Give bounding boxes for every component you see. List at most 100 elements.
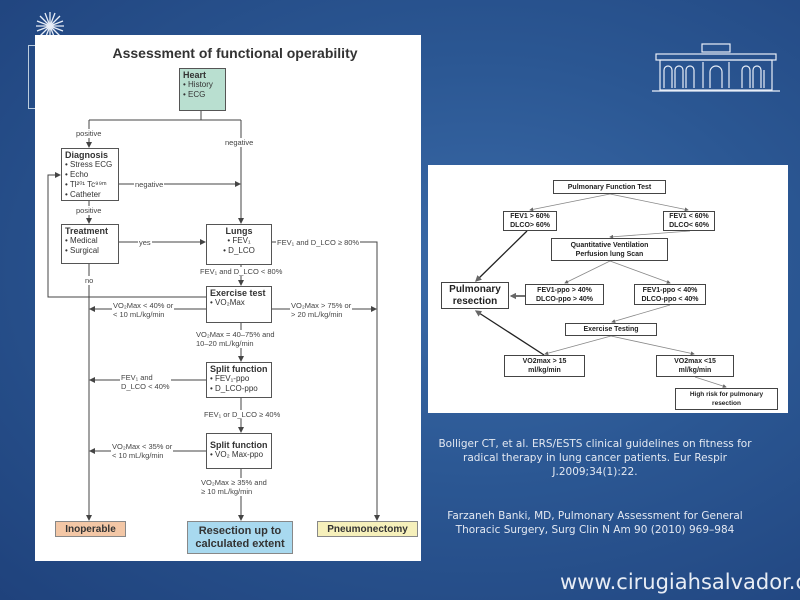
diagnosis-title: Diagnosis — [65, 150, 109, 160]
label-line: > 20 mL/kg/min — [291, 310, 343, 319]
connector-low-scan — [609, 230, 691, 239]
connector-feedback-loop — [47, 172, 206, 298]
connector-scan-ppo-low — [609, 260, 671, 284]
diagnosis-box: Diagnosis • Stress ECG • Echo • Tl²⁰¹ Tc… — [61, 148, 119, 201]
box-line: resection — [452, 295, 498, 307]
box-line: DLCO-ppo > 40% — [536, 295, 593, 303]
box-line: ml/kg/min — [528, 367, 561, 374]
website-url[interactable]: www.cirugiahsalvador.cl — [560, 570, 800, 594]
exercise-test-box: Exercise test • VO₂Max — [206, 286, 272, 323]
box-line: DLCO-ppo < 40% — [641, 295, 699, 303]
lungs-title: Lungs — [225, 226, 253, 236]
label-s2-low: VO₂Max < 35% or< 10 mL/kg/min — [111, 442, 174, 460]
label-no: no — [84, 276, 95, 285]
lungs-item: • FEV₁ — [227, 236, 251, 245]
vo2-high-box: VO2max > 15 ml/kg/min — [504, 355, 585, 377]
box-line: FEV1-ppo > 40% — [537, 286, 592, 294]
box-line: VO2max <15 — [674, 358, 716, 365]
label-line: 10–20 mL/kg/min — [196, 339, 254, 348]
logo-frame — [28, 45, 41, 109]
diagnosis-item: • Catheter — [65, 190, 101, 199]
split1-item: • D_LCO-ppo — [210, 384, 258, 393]
diagnosis-item: • Echo — [65, 170, 89, 179]
heart-title: Heart — [183, 70, 207, 80]
label-positive: positive — [75, 129, 103, 138]
resection-line: calculated extent — [195, 537, 285, 550]
split-function-box-2: Split function • VO₂ Max-ppo — [206, 433, 272, 469]
connector-exercise-vo2-high — [544, 335, 612, 356]
connector-scan-ppo-high — [564, 260, 611, 284]
exercise-testing-box: Exercise Testing — [565, 323, 657, 336]
split-function-box-1: Split function • FEV₁-ppo • D_LCO-ppo — [206, 362, 272, 398]
box-line: Perfusion lung Scan — [575, 250, 644, 258]
label-line: < 10 mL/kg/min — [113, 310, 165, 319]
box-line: Pulmonary — [449, 283, 501, 295]
connector-vo2-low-risk — [694, 376, 727, 388]
reference-banki: Farzaneh Banki, MD, Pulmonary Assessment… — [447, 510, 743, 536]
box-line: resection — [712, 400, 741, 407]
outcome-pneumonectomy: Pneumonectomy — [317, 521, 418, 537]
treatment-item: • Medical — [65, 236, 98, 245]
connector-pft-high — [529, 193, 611, 212]
box-line: FEV1-ppo < 40% — [642, 286, 698, 294]
box-line: FEV1 < 60% — [669, 213, 709, 220]
lungs-item: • D_LCO — [223, 246, 255, 255]
label-line: VO₂Max = 40–75% and — [196, 330, 275, 339]
label-line: VO₂Max > 75% or — [291, 301, 352, 310]
label-line: D_LCO < 40% — [121, 382, 170, 391]
label-line: ≥ 10 mL/kg/min — [201, 487, 253, 496]
fev-high-box: FEV1 > 60%DLCO> 60% — [503, 211, 557, 231]
treatment-title: Treatment — [65, 226, 109, 236]
box-line: ml/kg/min — [678, 367, 712, 374]
lungs-box: Lungs • FEV₁ • D_LCO — [206, 224, 272, 265]
fev-low-box: FEV1 < 60% DLCO< 60% — [663, 211, 715, 231]
outcome-resection: Resection up to calculated extent — [187, 521, 293, 554]
connector-pft-low — [609, 193, 689, 212]
label-line: VO₂Max < 35% or — [112, 442, 173, 451]
diagnosis-item: • Tl²⁰¹ Tc⁹⁹ᵐ — [65, 180, 107, 189]
outcome-inoperable: Inoperable — [55, 521, 126, 537]
diagnosis-item: • Stress ECG — [65, 160, 113, 169]
label-line: < 10 mL/kg/min — [112, 451, 164, 460]
ppo-low-box: FEV1-ppo < 40%DLCO-ppo < 40% — [634, 284, 706, 305]
box-line: VO2max > 15 — [522, 358, 567, 365]
label-line: VO₂Max ≥ 35% and — [201, 478, 267, 487]
heart-item: • ECG — [183, 90, 206, 99]
label-line: FEV₁ and — [121, 373, 153, 382]
pft-box: Pulmonary Function Test — [553, 180, 666, 194]
box-line: DLCO> 60% — [510, 222, 550, 229]
connector-vo2-high-resection — [474, 310, 545, 356]
label-yes: yes — [138, 238, 152, 247]
heart-item: • History — [183, 80, 213, 89]
label-negative: negative — [134, 180, 165, 189]
label-lungs-high: FEV₁ and D_LCO ≥ 80% — [276, 238, 361, 247]
label-lungs-low: FEV₁ and D_LCO < 80% — [199, 267, 284, 276]
split1-title: Split function — [210, 364, 268, 374]
label-s1-high: FEV₁ or D_LCO ≥ 40% — [203, 410, 282, 419]
split2-item: • VO₂ Max-ppo — [210, 450, 264, 459]
connector-exercise-vo2-low — [610, 335, 695, 356]
box-line: Quantitative Ventilation — [570, 241, 649, 249]
reference-bolliger: Bolliger CT, et al. ERS/ESTS clinical gu… — [438, 438, 752, 478]
connector-high-resection — [475, 230, 528, 282]
split2-title: Split function — [210, 440, 268, 450]
label-positive: positive — [75, 206, 103, 215]
box-line: DLCO< 60% — [669, 222, 709, 229]
heart-box: Heart • History • ECG — [179, 68, 226, 111]
label-s2-high: VO₂Max ≥ 35% and≥ 10 mL/kg/min — [200, 478, 268, 496]
label-negative: negative — [224, 138, 255, 147]
exercise-item: • VO₂Max — [210, 298, 245, 307]
connector-ppo-low-exercise — [611, 304, 671, 324]
exercise-title: Exercise test — [210, 288, 266, 298]
ppo-high-box: FEV1-ppo > 40%DLCO-ppo > 40% — [525, 284, 604, 305]
label-ex-high: VO₂Max > 75% or> 20 mL/kg/min — [290, 301, 353, 319]
diagram-title: Assessment of functional operability — [112, 45, 358, 61]
split1-item: • FEV₁-ppo — [210, 374, 250, 383]
label-line: VO₂Max < 40% or — [113, 301, 174, 310]
